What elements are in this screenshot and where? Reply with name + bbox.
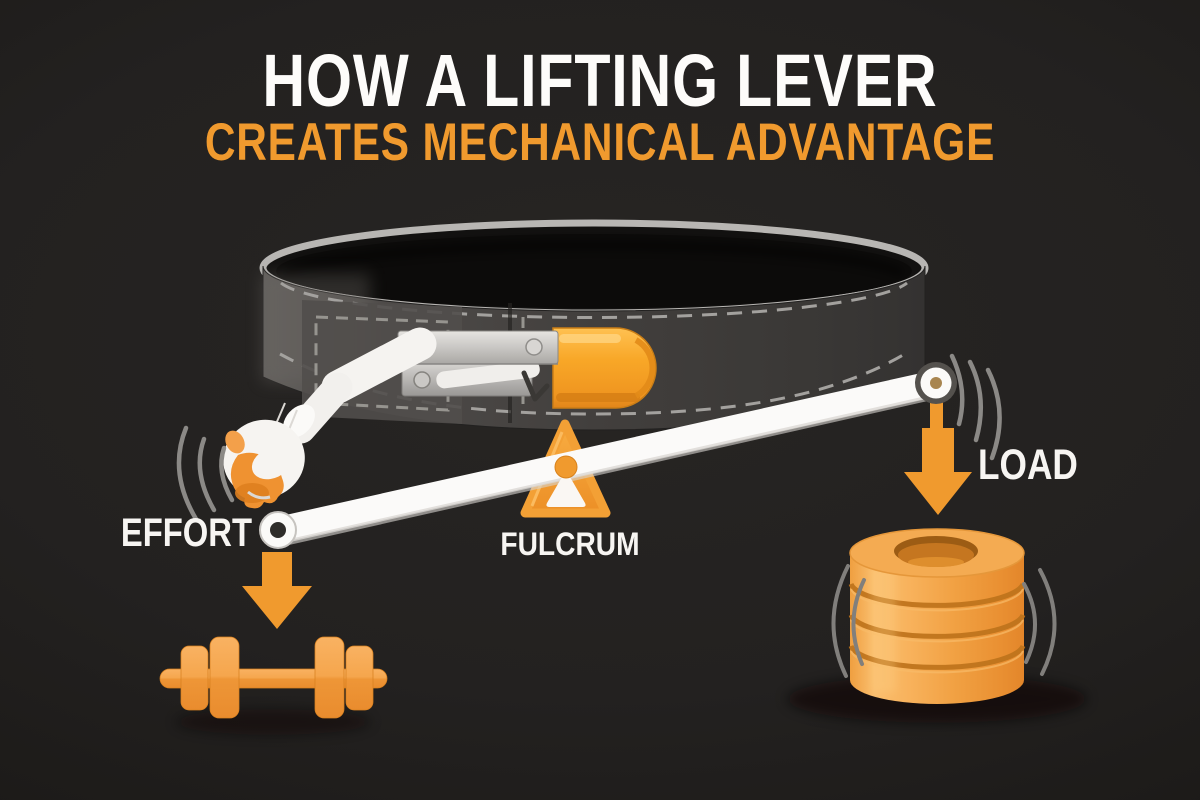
motion-arcs-stack: [831, 564, 1057, 678]
motion-arcs-load: [949, 353, 1002, 461]
fulcrum-pin: [554, 455, 578, 479]
dumbbell: [159, 636, 388, 719]
load-label: LOAD: [978, 441, 1078, 489]
rivet: [525, 338, 543, 356]
belt-stitch-top: [280, 281, 908, 319]
load-pivot: [915, 362, 957, 404]
page-title-line2: CREATES MECHANICAL ADVANTAGE: [204, 113, 996, 172]
lever-buckle: [397, 327, 657, 409]
fulcrum-keyhole: [546, 470, 586, 507]
effort-label: EFFORT: [120, 511, 252, 555]
belt-stitch-bottom: [279, 350, 909, 416]
hand-pressing-lever: [223, 327, 437, 509]
motion-arcs-effort: [176, 425, 235, 522]
weight-plates-stack: [848, 528, 1026, 704]
rivet: [413, 371, 431, 389]
fulcrum-label: FULCRUM: [500, 526, 640, 562]
buckle-orange-latch: [552, 327, 657, 409]
page-title-line1: HOW A LIFTING LEVER: [262, 39, 938, 122]
buckle-hook: [521, 370, 550, 402]
effort-pivot: [259, 511, 297, 549]
effort-down-arrow: [242, 552, 312, 629]
lever-bar: [265, 370, 949, 547]
